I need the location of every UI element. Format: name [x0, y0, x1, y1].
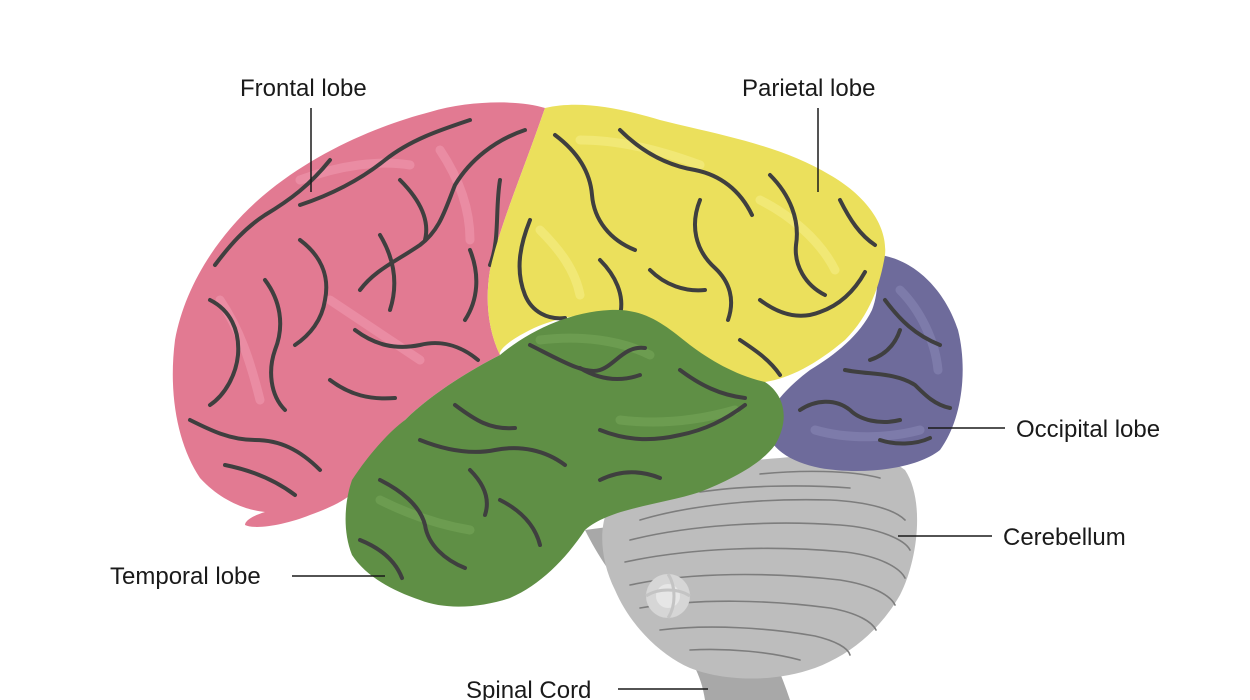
parietal-lobe-label: Parietal lobe [742, 75, 875, 102]
spinal-cord-label: Spinal Cord [466, 677, 591, 700]
temporal-lobe-label: Temporal lobe [110, 563, 261, 590]
temporal-sulci [358, 343, 747, 580]
occipital-sulci [798, 298, 952, 446]
temporal-lobe-region [345, 309, 784, 607]
parietal-sulci [517, 128, 877, 377]
occipital-lobe-label: Occipital lobe [1016, 416, 1160, 443]
cerebellum-label: Cerebellum [1003, 524, 1126, 551]
frontal-lobe-label: Frontal lobe [240, 75, 367, 102]
frontal-sulci [188, 118, 527, 497]
arbor-vitae-icon [645, 573, 691, 619]
cerebellum-folia [624, 470, 911, 661]
